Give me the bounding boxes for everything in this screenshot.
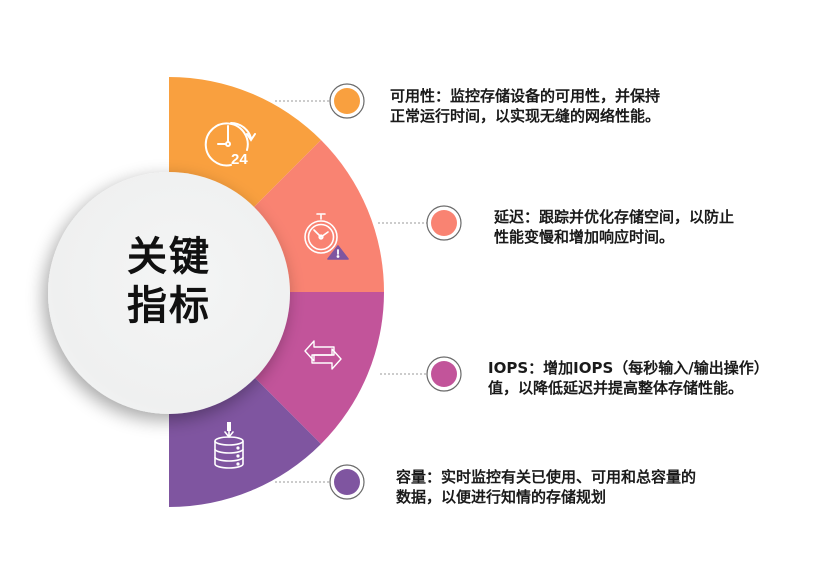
marker-latency bbox=[426, 205, 462, 241]
iops-line2: 值，以降低延迟并提高整体存储性能。 bbox=[488, 379, 744, 397]
marker-availability bbox=[329, 83, 365, 119]
center-title: 关键 指标 bbox=[69, 233, 269, 331]
iops-description: IOPS：增加IOPS（每秒输入/输出操作） 值，以降低延迟并提高整体存储性能。 bbox=[488, 358, 769, 398]
stopwatch-warning-icon bbox=[304, 213, 349, 260]
capacity-line1: 容量：实时监控有关已使用、可用和总容量的 bbox=[396, 468, 697, 486]
availability-line2: 正常运行时间，以实现无缝的网络性能。 bbox=[390, 107, 661, 125]
center-title-line2: 指标 bbox=[127, 283, 211, 329]
capacity-description: 容量：实时监控有关已使用、可用和总容量的 数据，以便进行知情的存储规划 bbox=[396, 467, 696, 507]
latency-line2: 性能变慢和增加响应时间。 bbox=[494, 228, 675, 246]
marker-capacity bbox=[329, 464, 365, 500]
exchange-arrows-icon bbox=[304, 340, 342, 370]
marker-iops bbox=[426, 356, 462, 392]
latency-line1: 延迟：跟踪并优化存储空间，以防止 bbox=[494, 208, 735, 226]
availability-description: 可用性：监控存储设备的可用性，并保持 正常运行时间，以实现无缝的网络性能。 bbox=[390, 86, 660, 126]
connector-lines bbox=[275, 100, 427, 483]
latency-description: 延迟：跟踪并优化存储空间，以防止 性能变慢和增加响应时间。 bbox=[494, 207, 734, 247]
database-download-icon bbox=[214, 422, 244, 469]
capacity-line2: 数据，以便进行知情的存储规划 bbox=[396, 488, 607, 506]
center-title-line1: 关键 bbox=[127, 234, 211, 280]
svg-text:24: 24 bbox=[231, 151, 248, 168]
iops-line1: IOPS：增加IOPS（每秒输入/输出操作） bbox=[488, 359, 769, 377]
clock-24-icon: 24 bbox=[204, 122, 256, 168]
center-circle bbox=[48, 172, 290, 414]
availability-line1: 可用性：监控存储设备的可用性，并保持 bbox=[390, 87, 661, 105]
